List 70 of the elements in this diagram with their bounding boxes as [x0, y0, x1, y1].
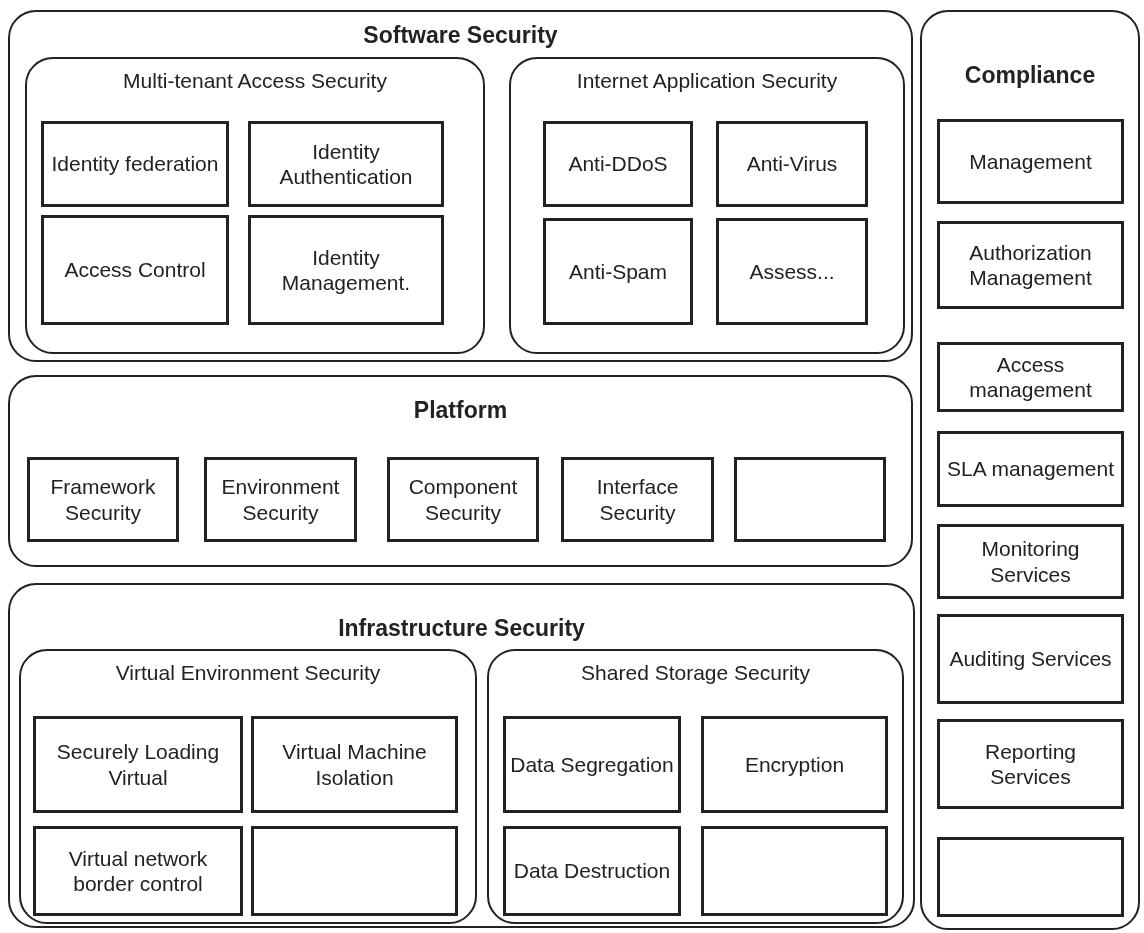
- box-label: SLA management: [946, 456, 1115, 482]
- component-box: [937, 342, 1124, 412]
- group-title: Infrastructure Security: [337, 615, 586, 642]
- empty-box: [734, 457, 886, 542]
- group-title: Compliance: [963, 62, 1097, 89]
- box-label: Identity Authentication: [278, 138, 414, 190]
- component-box: [543, 121, 693, 207]
- component-box: [41, 121, 229, 207]
- component-box: [937, 221, 1124, 309]
- group-panel: [920, 10, 1140, 930]
- box-label: Interface Security: [595, 474, 680, 525]
- empty-box: [937, 837, 1124, 917]
- component-box: [937, 431, 1124, 507]
- group-title: Virtual Environment Security: [114, 661, 382, 685]
- box-label: Securely Loading Virtual: [55, 739, 221, 790]
- box-label: Encryption: [743, 751, 846, 778]
- box-label: Virtual Machine Isolation: [281, 739, 428, 790]
- box-label: Auditing Services: [948, 646, 1113, 672]
- component-box: [41, 215, 229, 325]
- component-box: [33, 826, 243, 916]
- box-label: Anti-Spam: [567, 258, 668, 285]
- component-box: [543, 218, 693, 325]
- component-box: [937, 719, 1124, 809]
- component-box: [561, 457, 714, 542]
- component-box: [387, 457, 539, 542]
- group-title: Shared Storage Security: [580, 661, 811, 685]
- group-panel: [487, 649, 904, 924]
- box-label: Virtual network border control: [67, 845, 209, 897]
- component-box: [248, 121, 444, 207]
- box-label: Identity federation: [50, 151, 220, 177]
- box-label: Monitoring Services: [980, 536, 1081, 587]
- component-box: [701, 716, 888, 813]
- box-label: Reporting Services: [983, 738, 1078, 790]
- component-box: [716, 121, 868, 207]
- box-label: Data Destruction: [512, 858, 672, 884]
- component-box: [248, 215, 444, 325]
- box-label: Identity Management.: [280, 244, 412, 296]
- group-title: Platform: [412, 397, 509, 424]
- component-box: [716, 218, 868, 325]
- group-panel: [25, 57, 485, 354]
- box-label: Environment Security: [220, 474, 341, 525]
- component-box: [33, 716, 243, 813]
- group-title: Multi-tenant Access Security: [122, 69, 388, 93]
- group-panel: [19, 649, 477, 924]
- box-label: Anti-DDoS: [567, 151, 669, 177]
- group-panel: [8, 583, 915, 928]
- component-box: [27, 457, 179, 542]
- group-panel: [8, 375, 913, 567]
- empty-box: [251, 826, 458, 916]
- box-label: Access Control: [63, 257, 207, 283]
- group-panel: [8, 10, 913, 362]
- component-box: [937, 119, 1124, 204]
- component-box: [204, 457, 357, 542]
- empty-box: [701, 826, 888, 916]
- group-title: Software Security: [362, 22, 559, 49]
- box-label: Access management: [968, 351, 1093, 403]
- box-label: Management: [968, 148, 1093, 175]
- group-title: Internet Application Security: [575, 69, 839, 93]
- component-box: [937, 524, 1124, 599]
- component-box: [503, 826, 681, 916]
- box-label: Anti-Virus: [745, 151, 839, 177]
- box-label: Authorization Management: [968, 239, 1093, 291]
- component-box: [503, 716, 681, 813]
- box-label: Assess...: [748, 258, 836, 285]
- box-label: Data Segregation: [509, 751, 675, 778]
- group-panel: [509, 57, 905, 354]
- box-label: Framework Security: [49, 474, 157, 525]
- component-box: [251, 716, 458, 813]
- box-label: Component Security: [407, 474, 519, 525]
- component-box: [937, 614, 1124, 704]
